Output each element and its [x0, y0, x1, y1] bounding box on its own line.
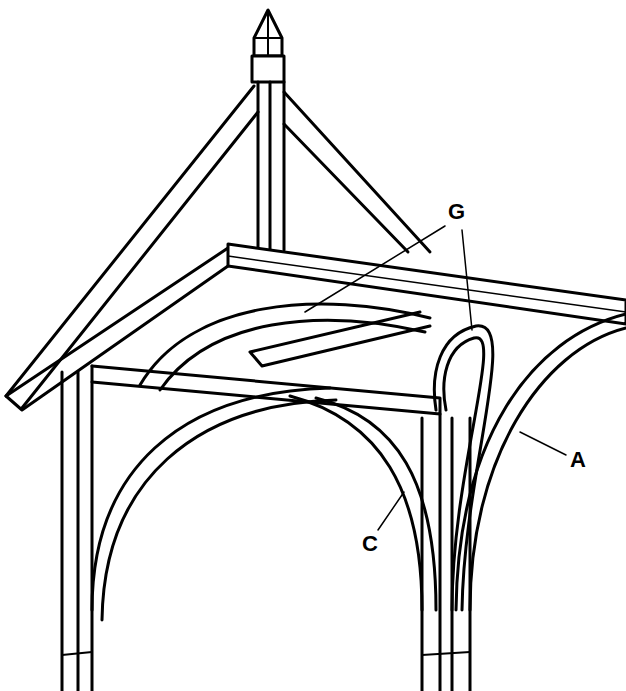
callout-letter: A: [568, 448, 588, 472]
callout-letter: C: [360, 532, 380, 556]
callout-letter: G: [446, 200, 467, 224]
